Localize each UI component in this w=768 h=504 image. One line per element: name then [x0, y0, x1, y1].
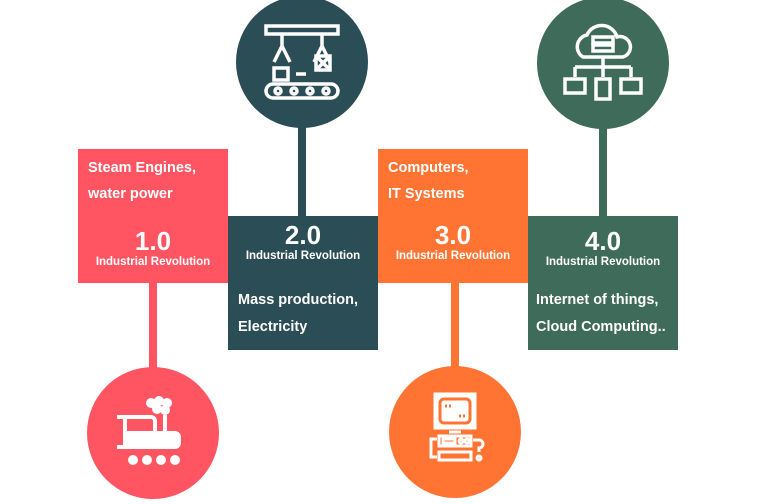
- description-line: Mass production,: [238, 292, 359, 308]
- stage-1-description: Steam Engines, water power: [78, 149, 228, 216]
- steam-train-icon: [117, 396, 181, 465]
- computer-icon: [429, 392, 485, 462]
- description-line: Computers,: [388, 160, 469, 176]
- connector-line-3: [451, 282, 459, 372]
- connector-line-1: [149, 282, 157, 372]
- description-line: Steam Engines,: [88, 160, 196, 176]
- stage-number: 3.0: [434, 220, 472, 250]
- stage-label: Industrial Revolution: [95, 256, 211, 268]
- description-line: Cloud Computing..: [536, 319, 666, 335]
- stage-2-box: 2.0 Industrial Revolution: [228, 216, 378, 283]
- connector-line-2: [298, 120, 306, 218]
- cloud-network-icon: [563, 23, 643, 101]
- description-line: Electricity: [238, 319, 308, 335]
- stage-4-description: Internet of things, Cloud Computing..: [528, 283, 678, 350]
- stage-2-description: Mass production, Electricity: [228, 283, 378, 350]
- description-line: IT Systems: [388, 186, 465, 202]
- stage-number: 2.0: [284, 220, 322, 250]
- stage-4-box: 4.0 Industrial Revolution: [528, 216, 678, 283]
- assembly-line-icon: [264, 24, 340, 100]
- stage-1-icon-circle: [87, 367, 219, 499]
- stage-4-icon-circle: [537, 0, 669, 129]
- description-line: water power: [88, 186, 173, 202]
- stage-number: 1.0: [134, 226, 172, 256]
- stage-3-description: Computers, IT Systems: [378, 149, 528, 216]
- stage-3-icon-circle: [389, 366, 521, 498]
- stage-1-box: 1.0 Industrial Revolution: [78, 216, 228, 283]
- stage-3-box: 3.0 Industrial Revolution: [378, 216, 528, 283]
- stage-label: Industrial Revolution: [545, 256, 661, 268]
- connector-line-4: [599, 120, 607, 218]
- stage-2-icon-circle: [236, 0, 368, 128]
- stage-label: Industrial Revolution: [245, 250, 361, 262]
- description-line: Internet of things,: [536, 292, 659, 308]
- stage-number: 4.0: [584, 226, 622, 256]
- stage-label: Industrial Revolution: [395, 250, 511, 262]
